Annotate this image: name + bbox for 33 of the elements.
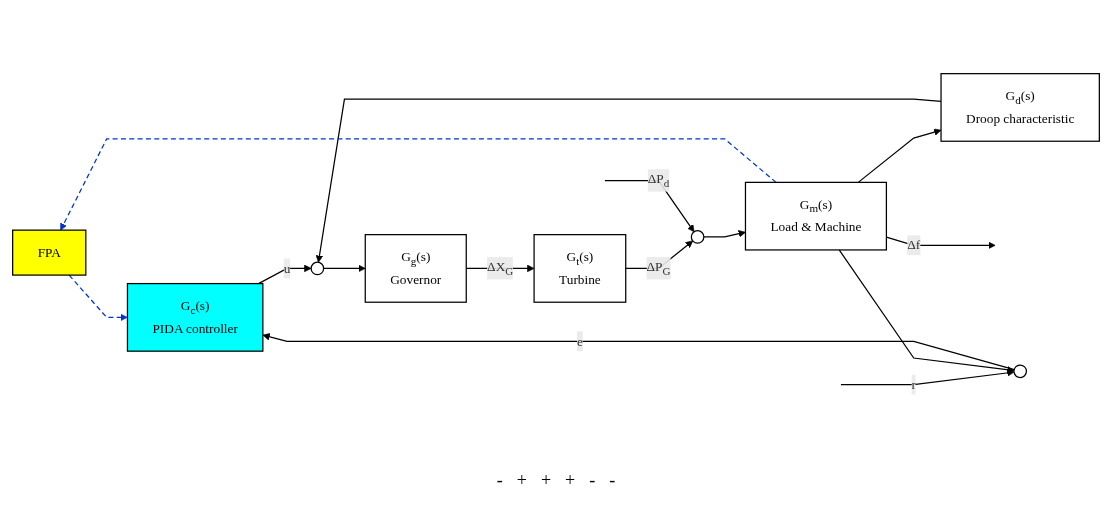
arrow [315,98,942,263]
node-box: G$_{t}$(s) Turbine [533,233,627,303]
arrow [857,128,942,183]
node-box: FPA [12,229,87,276]
node-circle [310,261,325,275]
arrow [68,274,128,321]
arrow [257,264,312,284]
sign-label: - [609,470,616,491]
node-circle [1013,364,1028,378]
edge-label: e [576,333,583,348]
arrow [838,248,1015,373]
arrow [262,332,1015,370]
edge-label: ΔP$_{G}$ [646,259,671,277]
node-box: G$_{g}$(s) Governor [364,233,467,303]
arrow [60,137,777,231]
arrow [323,264,366,272]
node-box: G$_{c}$(s) PIDA controller [126,282,264,352]
sign-label: + [540,470,552,491]
edge-label: ΔX$_{G}$ [487,259,514,277]
node-circle [690,229,705,244]
edge-label: Δf [907,237,921,252]
sign-label: - [496,470,503,491]
arrow [625,240,694,269]
arrow [703,229,746,238]
edge-label: u [283,260,291,275]
arrow [604,179,695,232]
edge-label: r [911,376,916,391]
node-box: G$_{d}$(s) Droop characteristic [940,72,1100,142]
node-box: G$_{m}$(s) Load & Machine [744,181,888,251]
sign-label: - [589,470,596,491]
sign-label: + [565,470,576,491]
sign-label: + [516,470,527,491]
edge-label: ΔP$_{d}$ [647,171,670,189]
